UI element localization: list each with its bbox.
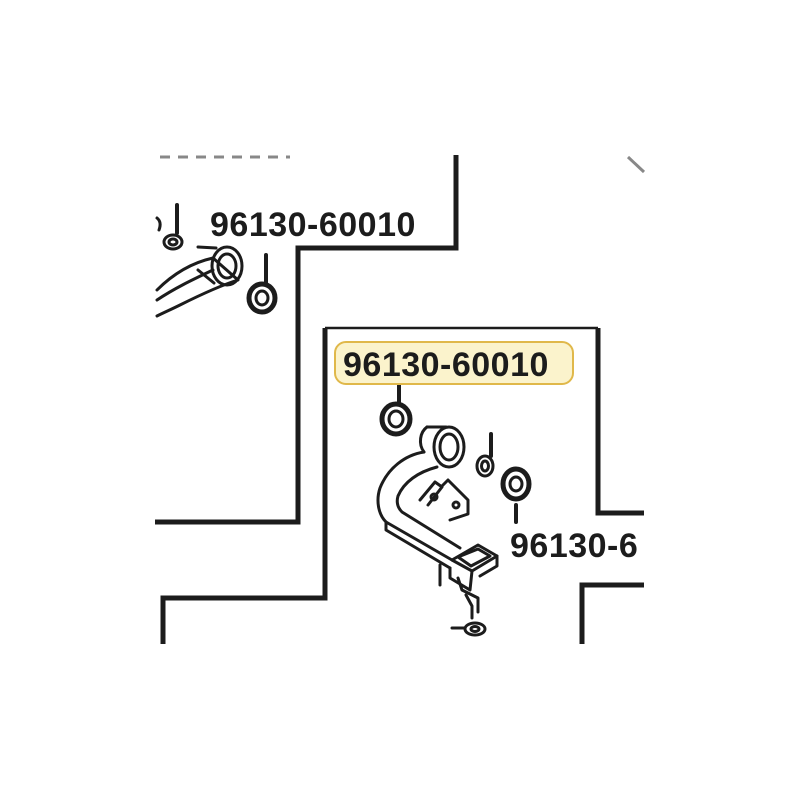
bearing-highlighted [379, 401, 413, 437]
upper-arm-assembly [155, 203, 278, 318]
bearing-right [500, 466, 532, 502]
part-number-callout-highlighted[interactable]: 96130-60010 [334, 341, 574, 385]
part-number-callout-right: 96130-6 [510, 527, 639, 565]
part-number-callout-top: 96130-60010 [210, 206, 416, 244]
lower-right-panel-outline [579, 582, 644, 644]
upper-panel-outline [155, 155, 459, 525]
bearing-top [246, 281, 278, 315]
lower-panel-outline-2 [160, 328, 328, 644]
cropped-fragments [160, 155, 646, 174]
panel-outlines [155, 155, 644, 644]
lower-panel-outline [595, 328, 644, 516]
lower-arm-assembly [376, 383, 532, 637]
